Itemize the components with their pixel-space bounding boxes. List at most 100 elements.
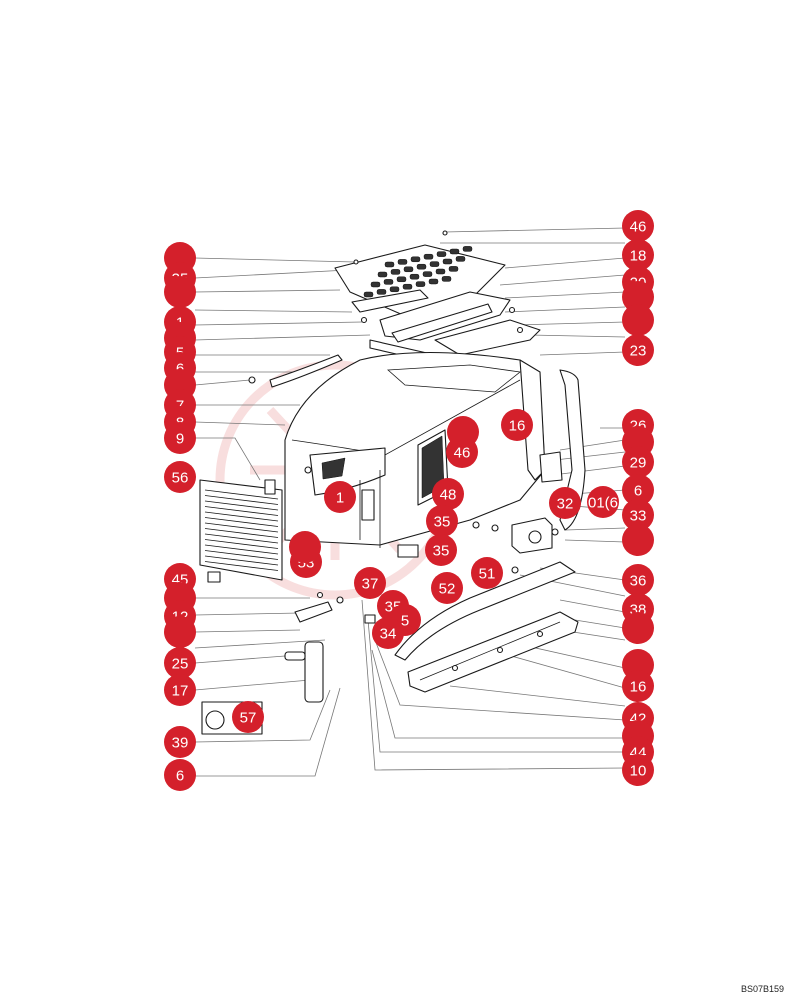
callout-inner: 1 (324, 481, 356, 513)
svg-text:36: 36 (630, 573, 647, 590)
vent-slot (442, 258, 453, 265)
svg-text:46: 46 (630, 219, 647, 236)
vent-slot (383, 279, 394, 285)
svg-text:5: 5 (401, 613, 409, 630)
svg-text:6: 6 (634, 483, 642, 500)
svg-text:23: 23 (630, 343, 647, 360)
drawing-code: BS07B159 (740, 984, 784, 994)
svg-text:51: 51 (479, 566, 496, 583)
grille-bar (204, 522, 279, 533)
svg-text:29: 29 (630, 455, 647, 472)
cabin-body (284, 351, 546, 548)
callout-left: 39 (164, 726, 196, 758)
vent-slot (377, 271, 388, 278)
svg-text:34: 34 (380, 626, 397, 643)
side-step (394, 561, 579, 693)
svg-text:10: 10 (630, 763, 647, 780)
grille-bar (204, 561, 279, 571)
vent-slot (416, 263, 427, 270)
vent-slot (410, 256, 421, 263)
callout-inner (447, 416, 479, 448)
callout-left (164, 276, 196, 308)
vent-slot (435, 268, 446, 275)
callout-right: 18 (622, 239, 654, 271)
grille-bar (204, 528, 279, 538)
svg-text:52: 52 (439, 581, 456, 598)
vent-slot (396, 276, 407, 283)
callout-right: 46 (622, 210, 654, 242)
svg-text:9: 9 (176, 431, 184, 448)
callout-bubbles: 3515678956451225173964618202326296333638… (164, 210, 654, 791)
vent-slot (363, 291, 374, 298)
grille-bar (204, 517, 279, 527)
vent-slot (423, 253, 434, 260)
vent-slot (462, 246, 473, 252)
callout-inner: 16 (501, 409, 533, 441)
svg-text:01(6: 01(6 (588, 495, 618, 512)
svg-text:33: 33 (630, 508, 647, 525)
callout-left: 17 (164, 674, 196, 706)
svg-text:6: 6 (176, 768, 184, 785)
callout-inner: 52 (431, 572, 463, 604)
svg-text:16: 16 (630, 679, 647, 696)
grille-bar (204, 511, 279, 522)
leader-lines-left (194, 257, 371, 777)
callout-right: 6 (622, 474, 654, 506)
svg-text:16: 16 (509, 418, 526, 435)
svg-text:1: 1 (336, 490, 344, 507)
callout-inner: 32 (549, 487, 581, 519)
callout-right (622, 612, 654, 644)
grille-bar (204, 539, 279, 549)
grille-bar (204, 489, 279, 500)
callout-inner: 34 (372, 617, 404, 649)
callout-inner: 48 (432, 478, 464, 510)
vent-slot (455, 256, 466, 262)
vent-slot (441, 276, 452, 282)
svg-text:46: 46 (454, 445, 471, 462)
callout-right (622, 281, 654, 313)
callout-right: 29 (622, 446, 654, 478)
vent-slot (422, 271, 433, 277)
grille-bar (204, 506, 279, 516)
callout-inner: 01(6 (587, 486, 619, 518)
vent-slot (428, 278, 439, 285)
callout-inner: 51 (471, 557, 503, 589)
vent-slot (436, 251, 447, 257)
junction-box (511, 517, 553, 554)
callout-right (622, 524, 654, 556)
grille-bar (204, 550, 279, 560)
callout-right: 36 (622, 564, 654, 596)
svg-text:37: 37 (362, 576, 379, 593)
callout-inner (289, 531, 321, 563)
vent-slot (389, 286, 400, 293)
callout-left: 25 (164, 647, 196, 679)
leader-lines-right (361, 227, 626, 771)
callout-inner: 37 (354, 567, 386, 599)
svg-text:32: 32 (557, 496, 574, 513)
callout-right: 23 (622, 334, 654, 366)
callout-right (622, 304, 654, 336)
svg-text:18: 18 (630, 248, 647, 265)
callout-left (164, 616, 196, 648)
grille-bar (204, 555, 279, 566)
callout-left: 6 (164, 759, 196, 791)
svg-text:57: 57 (240, 710, 257, 727)
vent-slot (384, 261, 395, 268)
rear-pillars (519, 359, 586, 531)
grille-bar (204, 495, 279, 505)
vent-slot (449, 248, 460, 255)
svg-text:17: 17 (172, 683, 189, 700)
callout-inner: 57 (232, 701, 264, 733)
callout-right: 16 (622, 670, 654, 702)
vent-slot (429, 261, 440, 267)
vent-slot (402, 283, 413, 290)
callout-left: 56 (164, 461, 196, 493)
callout-left: 9 (164, 422, 196, 454)
vent-slot (448, 266, 459, 272)
front-grille (199, 479, 283, 581)
svg-text:39: 39 (172, 735, 189, 752)
vent-slot (370, 281, 381, 288)
grille-bar (204, 544, 279, 555)
hardware-small-parts (207, 230, 559, 703)
